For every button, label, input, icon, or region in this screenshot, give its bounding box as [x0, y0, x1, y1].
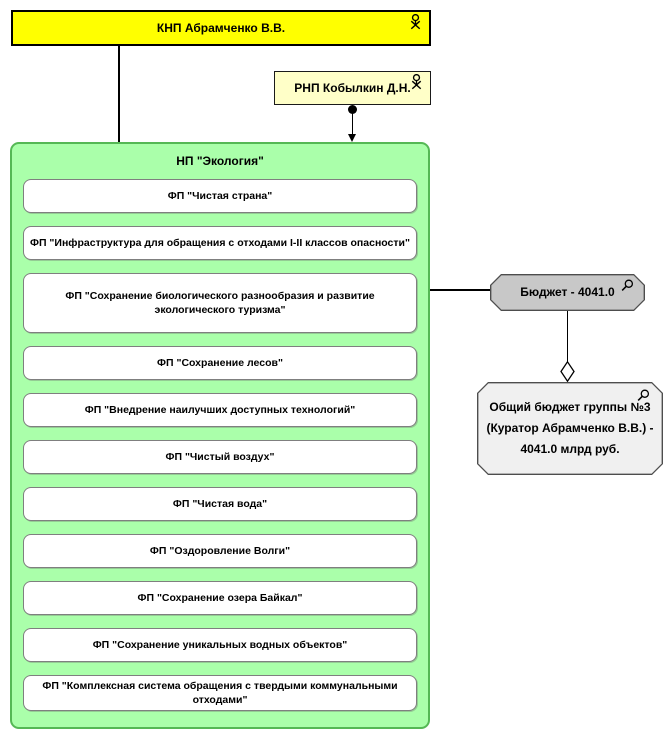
- total-budget-line: 4041.0 млрд руб.: [520, 442, 620, 456]
- connector-np-to-budget: [430, 289, 490, 291]
- total-budget-line: Общий бюджет группы №3: [489, 400, 651, 414]
- fp-item[interactable]: ФП "Оздоровление Волги": [23, 534, 417, 568]
- fp-item[interactable]: ФП "Комплексная система обращения с твер…: [23, 675, 417, 712]
- arrowhead-down-icon: [348, 134, 356, 142]
- total-budget-line: (Куратор Абрамченко В.В.) -: [486, 421, 654, 435]
- connector-origin-dot: [348, 105, 357, 114]
- fp-item[interactable]: ФП "Сохранение лесов": [23, 346, 417, 380]
- fp-item[interactable]: ФП "Внедрение наилучших доступных технол…: [23, 393, 417, 427]
- budget-node[interactable]: Бюджет - 4041.0: [490, 274, 645, 311]
- actor-knp-label: КНП Абрамченко В.В.: [156, 21, 286, 35]
- actor-knp[interactable]: КНП Абрамченко В.В.: [11, 10, 431, 46]
- fp-item[interactable]: ФП "Чистая страна": [23, 179, 417, 213]
- fp-item[interactable]: ФП "Сохранение уникальных водных объекто…: [23, 628, 417, 662]
- fp-list: ФП "Чистая страна" ФП "Инфраструктура для…: [12, 178, 428, 712]
- np-ecology-container[interactable]: НП "Экология" ФП "Чистая страна" ФП "Инфр…: [10, 142, 430, 729]
- budget-label: Бюджет - 4041.0: [520, 285, 615, 299]
- fp-item[interactable]: ФП "Чистый воздух": [23, 440, 417, 474]
- connector-rnp-to-np: [351, 112, 353, 136]
- actor-icon: [408, 14, 423, 33]
- total-budget-node[interactable]: Общий бюджет группы №3 (Куратор Абрамченк…: [477, 382, 663, 475]
- connector-knp-to-np: [118, 46, 120, 142]
- magnifier-icon[interactable]: [620, 279, 634, 293]
- magnifier-icon[interactable]: [636, 389, 650, 403]
- fp-item[interactable]: ФП "Сохранение биологического разнообраз…: [23, 273, 417, 333]
- fp-item[interactable]: ФП "Чистая вода": [23, 487, 417, 521]
- fp-item[interactable]: ФП "Сохранение озера Байкал": [23, 581, 417, 615]
- actor-rnp[interactable]: РНП Кобылкин Д.Н.: [274, 71, 431, 105]
- actor-icon: [409, 74, 424, 93]
- aggregation-diamond-icon: [560, 361, 575, 382]
- actor-rnp-label: РНП Кобылкин Д.Н.: [294, 81, 411, 95]
- total-budget-text: Общий бюджет группы №3 (Куратор Абрамченк…: [478, 383, 661, 473]
- connector-budget-to-total: [567, 311, 569, 363]
- fp-item[interactable]: ФП "Инфраструктура для обращения с отход…: [23, 226, 417, 260]
- np-title: НП "Экология": [176, 154, 264, 168]
